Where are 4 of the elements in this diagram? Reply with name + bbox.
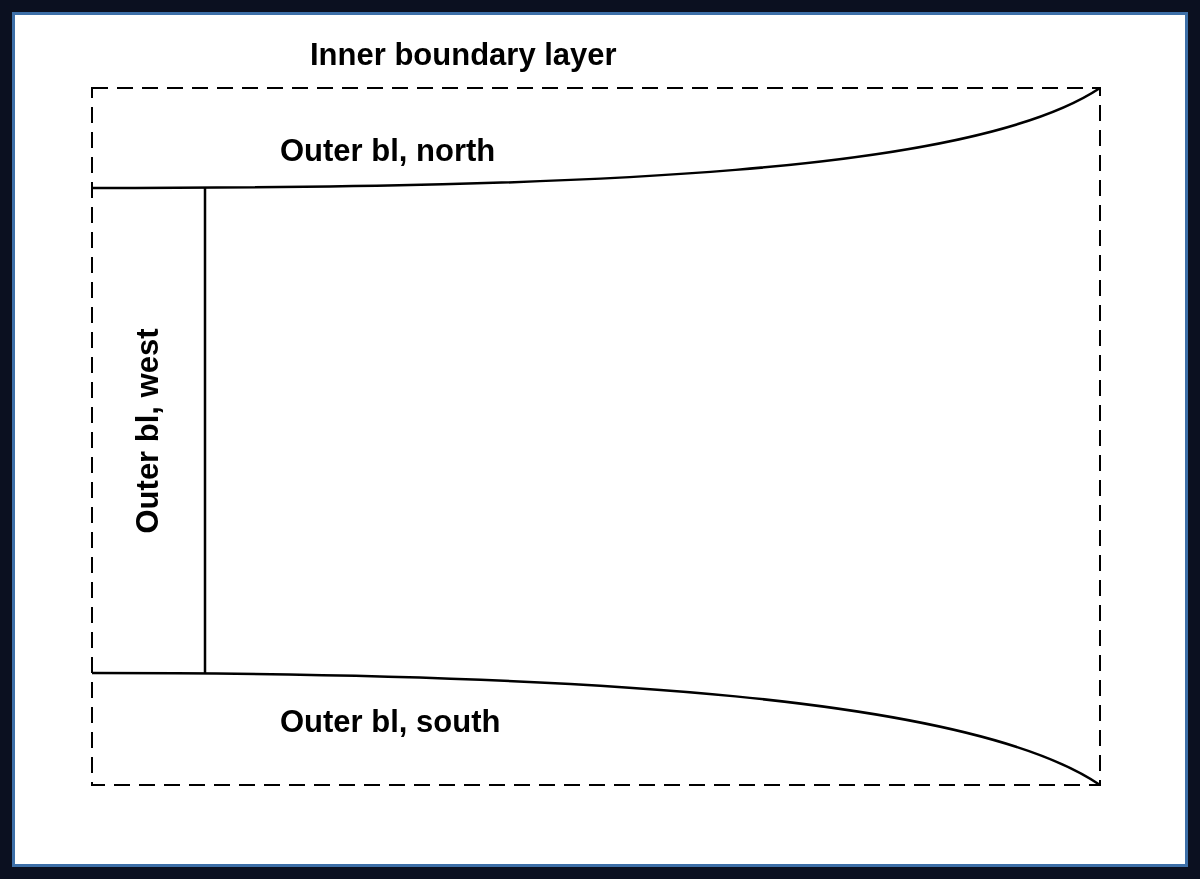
region-label: Outer bl, north	[280, 134, 496, 169]
region-label: Outer bl, west	[130, 328, 166, 533]
layer-label: Inner boundary layer	[310, 38, 617, 73]
region-label: Outer bl, south	[280, 705, 501, 740]
